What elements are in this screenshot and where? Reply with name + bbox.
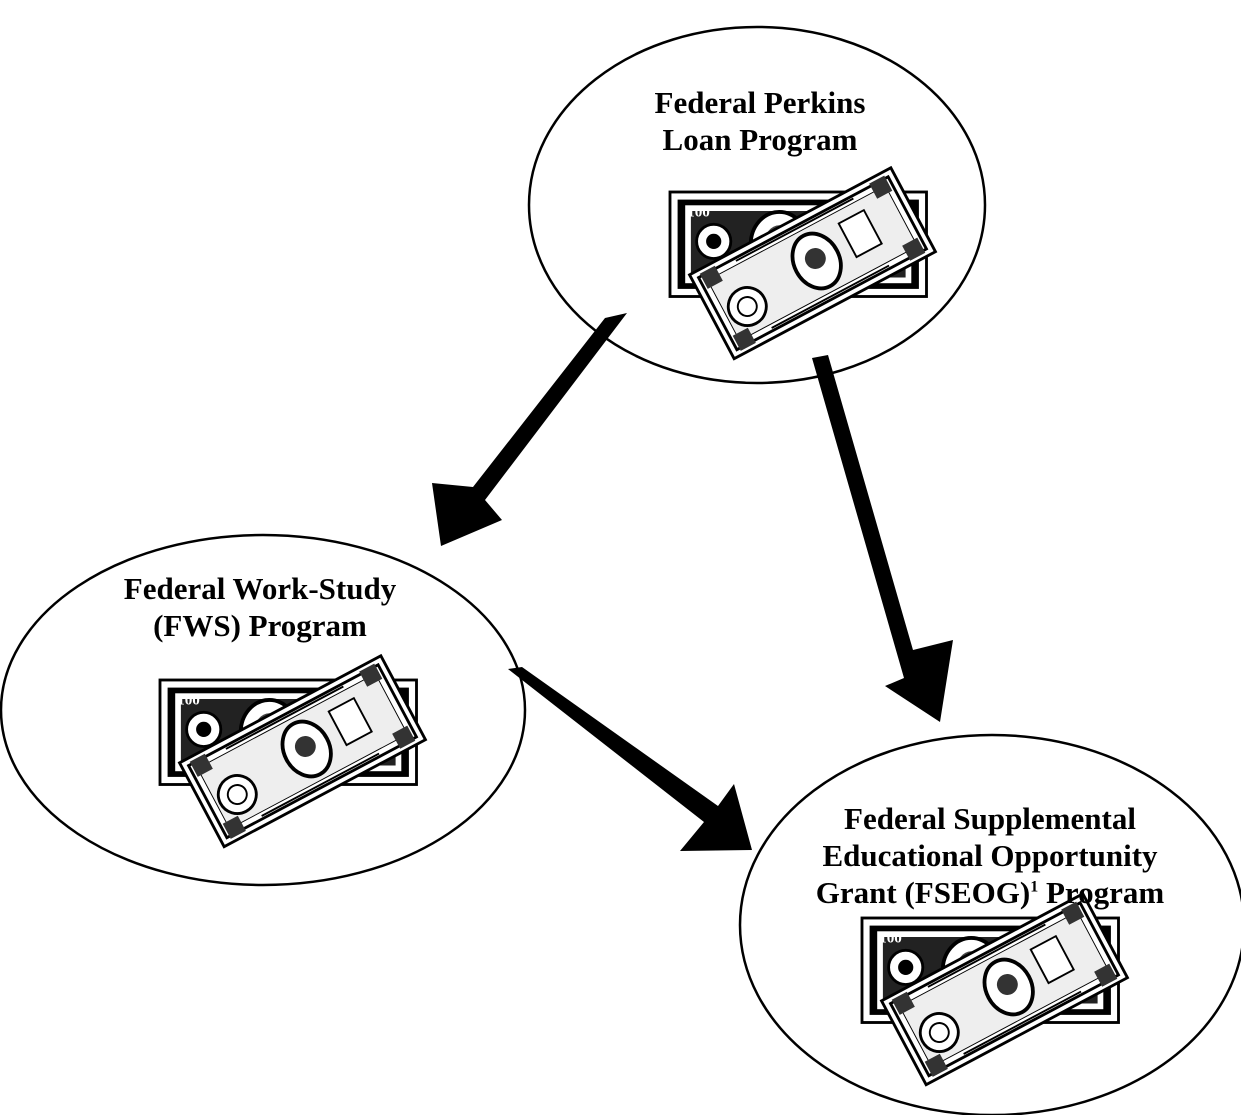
- fseog-label-line1: Federal Supplemental: [844, 801, 1136, 836]
- fseog-label-line3: Grant (FSEOG)1 Program: [790, 874, 1190, 911]
- fws-node-ellipse: [0, 533, 527, 887]
- arrow-perkins-to-fws: [432, 313, 627, 546]
- fseog-label-line2: Educational Opportunity: [822, 838, 1158, 874]
- arrow-perkins-to-fseog: [812, 355, 953, 722]
- fseog-node-ellipse: [738, 733, 1241, 1115]
- perkins-node-label: Federal Perkins Loan Program: [600, 84, 920, 158]
- fws-node-label: Federal Work-Study (FWS) Program: [100, 570, 420, 644]
- fseog-label-line3-pre: Grant (FSEOG): [815, 875, 1031, 911]
- fws-label-line1: Federal Work-Study: [123, 571, 397, 606]
- perkins-node-ellipse: [527, 25, 987, 385]
- perkins-label-line2: Loan Program: [662, 122, 858, 158]
- money-stack-icon: [668, 165, 938, 361]
- fseog-node-label: Federal Supplemental Educational Opportu…: [790, 800, 1190, 912]
- fseog-label-line3-post: Program: [1038, 875, 1165, 911]
- fws-label-line2: (FWS) Program: [153, 608, 367, 644]
- arrow-fws-to-fseog: [508, 667, 752, 851]
- money-stack-icon: [158, 653, 428, 849]
- footnote-marker: 1: [1030, 879, 1039, 897]
- money-stack-icon: [860, 891, 1130, 1087]
- perkins-label-line1: Federal Perkins: [654, 85, 866, 120]
